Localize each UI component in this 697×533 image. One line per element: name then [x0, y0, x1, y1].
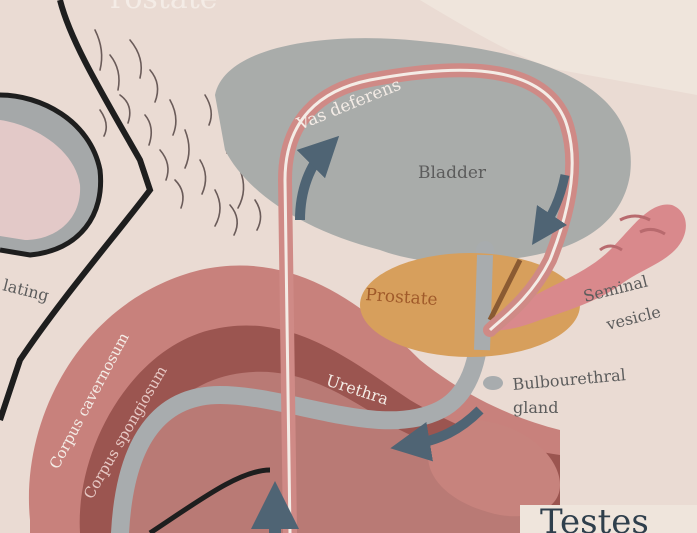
bulbourethral-label-line2: gland: [513, 398, 558, 417]
bladder-label: Bladder: [418, 163, 487, 183]
bottom-title-fragment: Testes: [540, 502, 649, 533]
bulbourethral-gland-shape: [483, 376, 503, 390]
title-fragment-top: rostate: [110, 0, 218, 16]
